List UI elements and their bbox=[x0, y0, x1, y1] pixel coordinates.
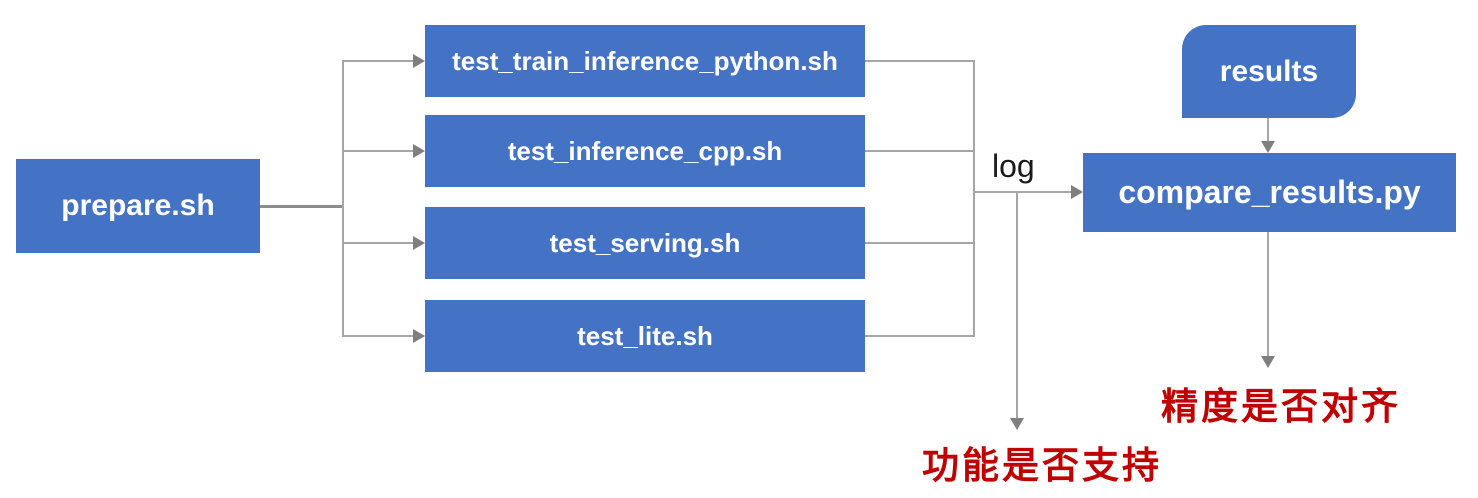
edge-test3-out bbox=[865, 242, 975, 244]
edge-log-to-compare bbox=[975, 191, 1071, 193]
annotation-precision-alignment: 精度是否对齐 bbox=[1161, 386, 1401, 427]
arrowhead-right-test1-icon bbox=[413, 54, 425, 68]
edge-test1-out bbox=[865, 60, 975, 62]
edge-compare-down-vertical bbox=[1267, 232, 1269, 357]
edge-test2-out bbox=[865, 150, 975, 152]
arrowhead-right-test3-icon bbox=[413, 236, 425, 250]
arrowhead-right-test2-icon bbox=[413, 144, 425, 158]
node-test-serving-sh: test_serving.sh bbox=[425, 207, 865, 279]
arrowhead-down-precision-icon bbox=[1261, 356, 1275, 368]
node-test-lite-sh: test_lite.sh bbox=[425, 300, 865, 372]
edge-branch-vertical bbox=[342, 60, 344, 337]
arrowhead-right-test4-icon bbox=[413, 329, 425, 343]
edge-branch-to-test1 bbox=[343, 60, 413, 62]
arrowhead-down-compare-icon bbox=[1261, 141, 1275, 153]
edge-collector-vertical bbox=[973, 60, 975, 337]
node-test-train-inference-python-sh: test_train_inference_python.sh bbox=[425, 25, 865, 97]
annotation-feature-support: 功能是否支持 bbox=[922, 445, 1162, 486]
node-compare-results-py: compare_results.py bbox=[1083, 153, 1456, 232]
node-test-inference-cpp-sh: test_inference_cpp.sh bbox=[425, 115, 865, 187]
edge-prepare-out bbox=[260, 205, 344, 208]
edge-label-log: log bbox=[992, 148, 1035, 184]
edge-branch-to-test4 bbox=[343, 335, 413, 337]
arrowhead-down-feature-icon bbox=[1010, 418, 1024, 430]
edge-results-to-compare bbox=[1267, 118, 1269, 142]
edge-branch-to-test2 bbox=[343, 150, 413, 152]
edge-branch-to-test3 bbox=[343, 242, 413, 244]
node-prepare-sh: prepare.sh bbox=[16, 159, 260, 253]
edge-test4-out bbox=[865, 335, 975, 337]
node-results: results bbox=[1182, 25, 1356, 118]
arrowhead-right-compare-icon bbox=[1071, 185, 1083, 199]
edge-log-drop-vertical bbox=[1016, 192, 1018, 418]
